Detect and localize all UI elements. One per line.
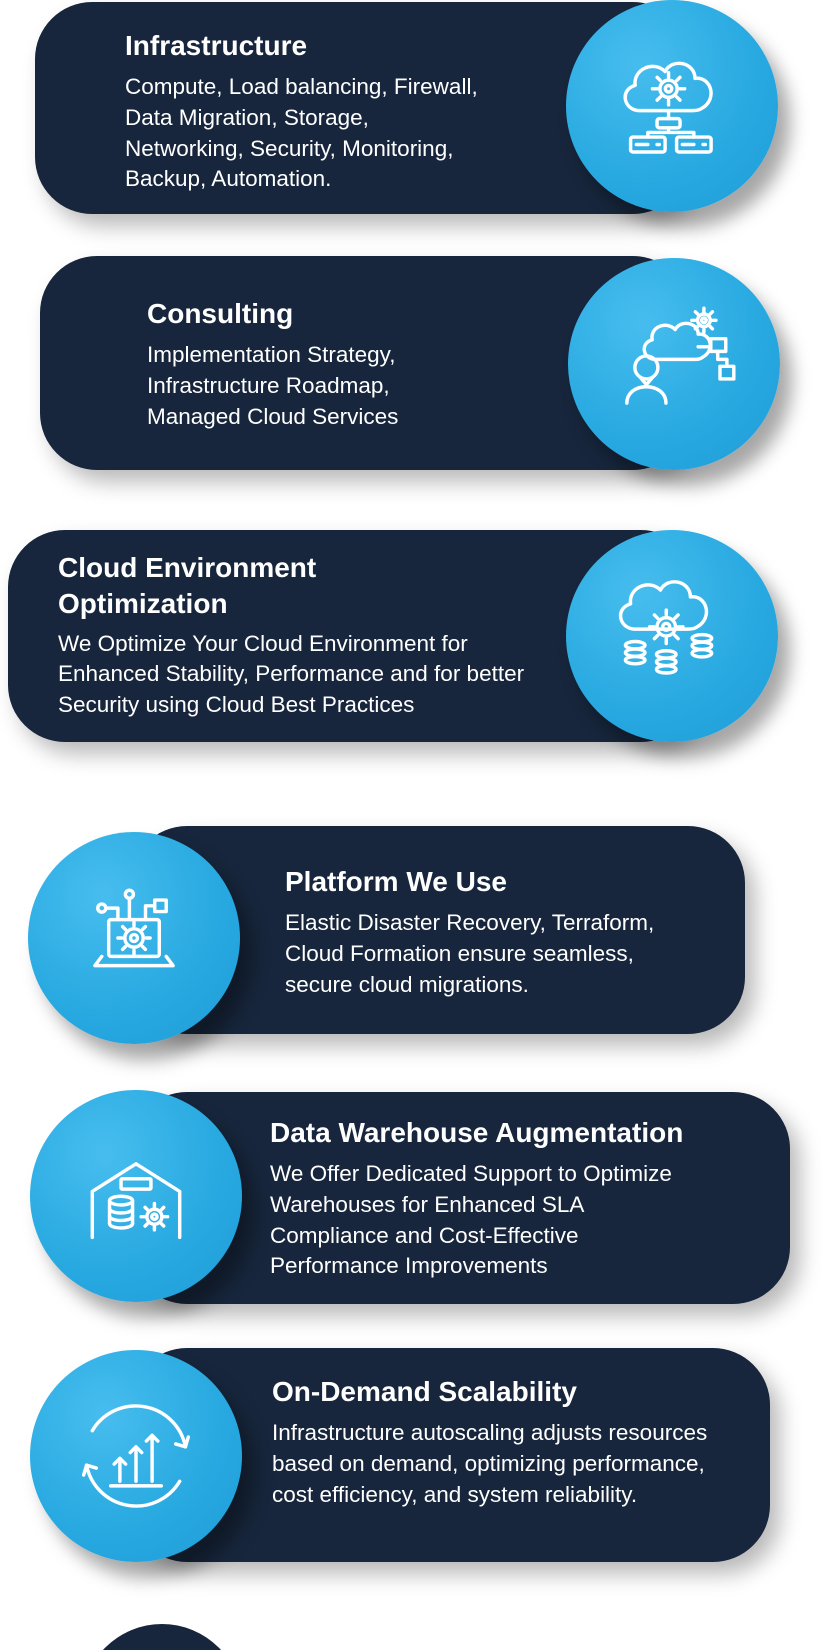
card-description: Elastic Disaster Recovery, Terraform, Cl… <box>285 910 655 997</box>
card-text: Platform We Use Elastic Disaster Recover… <box>285 864 725 1000</box>
card-title: Cloud Environment Optimization <box>58 552 317 620</box>
card-platform-we-use: Platform We Use Elastic Disaster Recover… <box>130 826 745 1034</box>
cloud-optimization-icon <box>619 580 714 675</box>
platform-icon-circle <box>28 832 240 1044</box>
card-text: Consulting Implementation Strategy, Infr… <box>147 296 567 432</box>
cloud-infrastructure-icon <box>623 61 713 154</box>
card-title: On-Demand Scalability <box>272 1376 577 1407</box>
card-title: Infrastructure <box>125 30 308 61</box>
card-description: We Offer Dedicated Support to Optimize W… <box>270 1161 672 1279</box>
warehouse-icon <box>90 1162 182 1240</box>
card-description: Implementation Strategy, Infrastructure … <box>147 342 399 429</box>
card-text: On-Demand Scalability Infrastructure aut… <box>272 1374 742 1510</box>
card-title: Platform We Use <box>285 866 507 897</box>
infrastructure-icon-circle <box>566 0 778 212</box>
platform-icon <box>93 888 175 968</box>
consulting-icon <box>625 306 736 405</box>
cloud-optimization-icon-circle <box>566 530 778 742</box>
card-text: Infrastructure Compute, Load balancing, … <box>125 28 525 195</box>
next-section-partial-shape <box>82 1624 242 1650</box>
card-title: Data Warehouse Augmentation <box>270 1117 684 1148</box>
warehouse-icon-circle <box>30 1090 242 1302</box>
scalability-icon <box>81 1404 191 1508</box>
card-description: Infrastructure autoscaling adjusts resou… <box>272 1420 708 1507</box>
card-description: Compute, Load balancing, Firewall, Data … <box>125 74 478 192</box>
card-text: Cloud Environment Optimization We Optimi… <box>58 550 578 721</box>
scalability-icon-circle <box>30 1350 242 1562</box>
card-description: We Optimize Your Cloud Environment for E… <box>58 630 525 717</box>
card-text: Data Warehouse Augmentation We Offer Ded… <box>270 1115 770 1282</box>
card-title: Consulting <box>147 298 294 329</box>
consulting-icon-circle <box>568 258 780 470</box>
